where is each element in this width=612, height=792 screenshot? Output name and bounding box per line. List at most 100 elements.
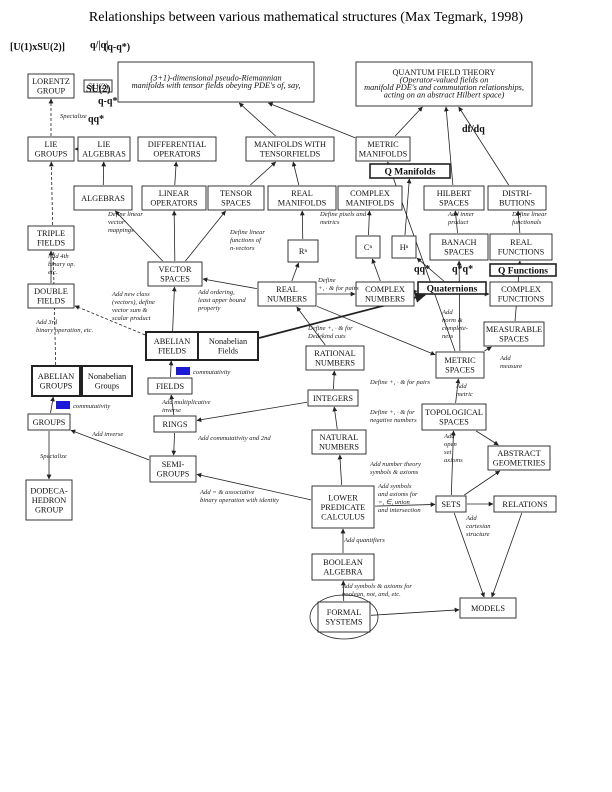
node-algebras[interactable]: ALGEBRAS (73, 185, 133, 211)
node-rings[interactable]: RINGS (153, 415, 197, 433)
node-label: GROUPS (33, 418, 66, 427)
node-pseudo-riemann[interactable]: (3+1)-dimensional pseudo-Riemannianmanif… (117, 61, 315, 103)
node-label: FORMAL (327, 608, 362, 617)
edge-real_numbers-to-vector_spaces (202, 277, 258, 290)
edge-rings-to-fields (169, 394, 175, 416)
edge-tensor_spaces-to-manifolds_tensor (250, 161, 277, 186)
edge-lower_predicate-to-natural_numbers (337, 454, 343, 486)
node-label: CALCULUS (321, 512, 365, 521)
edge-abelian_fields-to-vector_spaces (171, 286, 177, 332)
node-label: ABELIAN (38, 372, 74, 381)
node-quaternions[interactable]: Quaternions (417, 281, 487, 295)
node-label: manifolds with tensor fields obeying PDE… (132, 81, 301, 90)
node-relations[interactable]: RELATIONS (493, 495, 557, 513)
node-label: LIE (98, 140, 111, 149)
node-fields[interactable]: FIELDS (147, 377, 193, 395)
edge-topological-to-abstract_geom (475, 430, 499, 446)
edge-vector_spaces-to-linear_ops (171, 210, 177, 262)
node-label: REAL (276, 285, 298, 294)
node-label: SU(2) (88, 82, 109, 91)
formal-systems-ring (309, 594, 379, 640)
node-models[interactable]: MODELS (459, 597, 517, 619)
node-label: TENSORFIELDS (260, 150, 321, 159)
node-cn[interactable]: Cⁿ (355, 235, 381, 259)
symbol-q-minus: (q-q*) (104, 42, 130, 53)
node-label: MODELS (471, 604, 505, 613)
edge-groups-to-abelian_groups (50, 396, 55, 414)
node-groups[interactable]: GROUPS (27, 413, 71, 431)
node-label: COMPLEX (365, 285, 405, 294)
node-label: REAL (510, 238, 532, 247)
node-label: TENSOR (220, 189, 253, 198)
node-distributions[interactable]: DISTRI-BUTIONS (487, 185, 547, 211)
node-label: DOUBLE (34, 287, 68, 296)
node-integers[interactable]: INTEGERS (307, 389, 359, 407)
symbol-dfdq: df/dq (462, 124, 485, 135)
node-label: SPACES (444, 248, 474, 257)
node-label: Groups (95, 382, 119, 391)
node-label: Q Functions (498, 266, 548, 276)
node-rn[interactable]: Rⁿ (287, 239, 319, 263)
edge-banach-to-hilbert (453, 210, 459, 234)
node-quantum-field[interactable]: QUANTUM FIELD THEORY(Operator-valued fie… (355, 61, 533, 107)
edge-hn-to-q_manifolds (404, 178, 412, 236)
node-q-functions[interactable]: Q Functions (489, 263, 557, 277)
edge-manifolds_tensor-to-pseudo_riemann (238, 102, 276, 137)
edge-metric_manifolds-to-quantum_field (394, 106, 423, 137)
node-label: SYSTEMS (325, 618, 363, 627)
node-label: MANIFOLDS (359, 150, 408, 159)
node-label: SPACES (439, 199, 469, 208)
edge-metric_spaces-to-banach (456, 260, 462, 352)
node-hn[interactable]: Hⁿ (391, 235, 417, 259)
commutativity-label: commutativity (193, 369, 230, 376)
node-label: RATIONAL (314, 349, 355, 358)
node-label: RINGS (163, 420, 188, 429)
node-label: HEDRON (32, 496, 67, 505)
node-label: MEASURABLE (486, 325, 542, 334)
node-label: DISTRI- (502, 189, 532, 198)
node-sets[interactable]: SETS (435, 495, 467, 513)
node-label: DIFFERENTIAL (148, 140, 207, 149)
node-label: METRIC (367, 140, 399, 149)
node-semigroups[interactable]: SEMI-GROUPS (149, 455, 197, 483)
node-q-manifolds[interactable]: Q Manifolds (369, 163, 451, 179)
node-su2box[interactable]: SU(2) (83, 79, 113, 93)
